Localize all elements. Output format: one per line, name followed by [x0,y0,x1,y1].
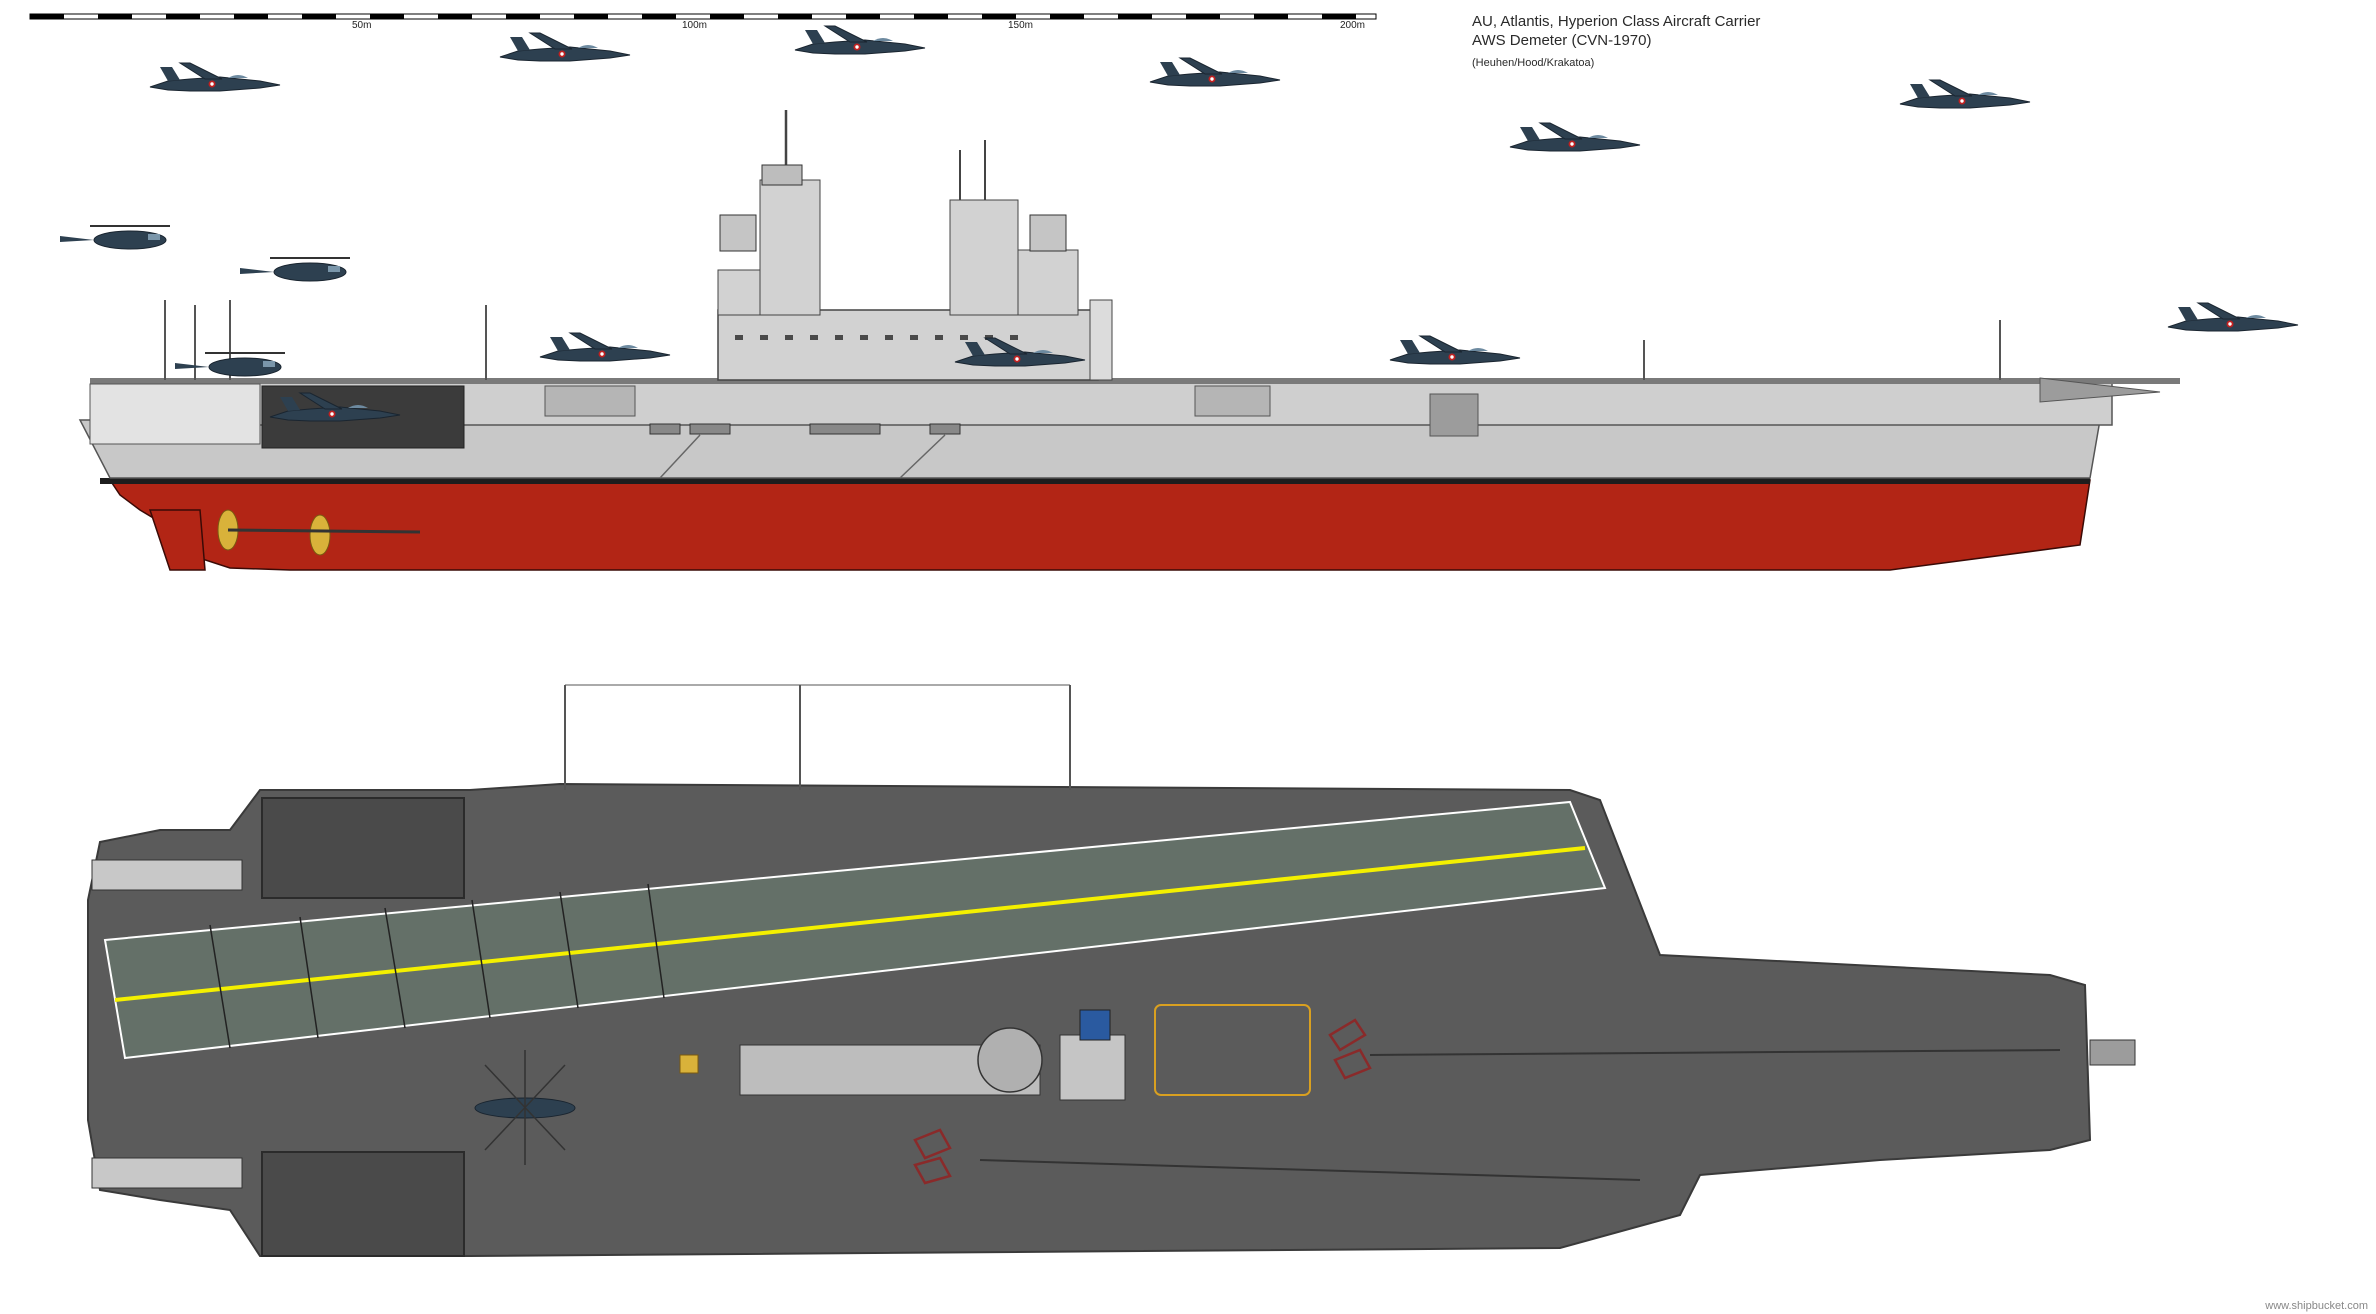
arrester-wires [209,883,665,1049]
island-superstructure [717,110,1113,381]
scale-bar [29,13,1377,20]
title-line-2: AWS Demeter (CVN-1970) [1472,32,1652,49]
title-line-1: AU, Atlantis, Hyperion Class Aircraft Ca… [1472,13,1761,30]
credits-line: (Heuhen/Hood/Krakatoa) [1472,57,1595,69]
stern-sponson [91,859,243,1189]
island-top-view [679,1009,1126,1101]
watermark: www.shipbucket.com [2265,1300,2368,1312]
angled-runway [103,800,1607,1060]
side-profile-view [59,25,2299,571]
plan-masts [564,684,1071,790]
title-block: AU, Atlantis, Hyperion Class Aircraft Ca… [1472,12,1760,72]
scale-label-200m: 200m [1340,20,1366,31]
helicopter-icon [474,1050,576,1165]
scale-label-50m: 50m [352,20,372,31]
deck-markings [913,1018,1372,1185]
scale-label-100m: 100m [682,20,708,31]
scale-label-150m: 150m [1008,20,1034,31]
runway-centerline [114,846,1586,1002]
propeller-icon [217,509,421,556]
